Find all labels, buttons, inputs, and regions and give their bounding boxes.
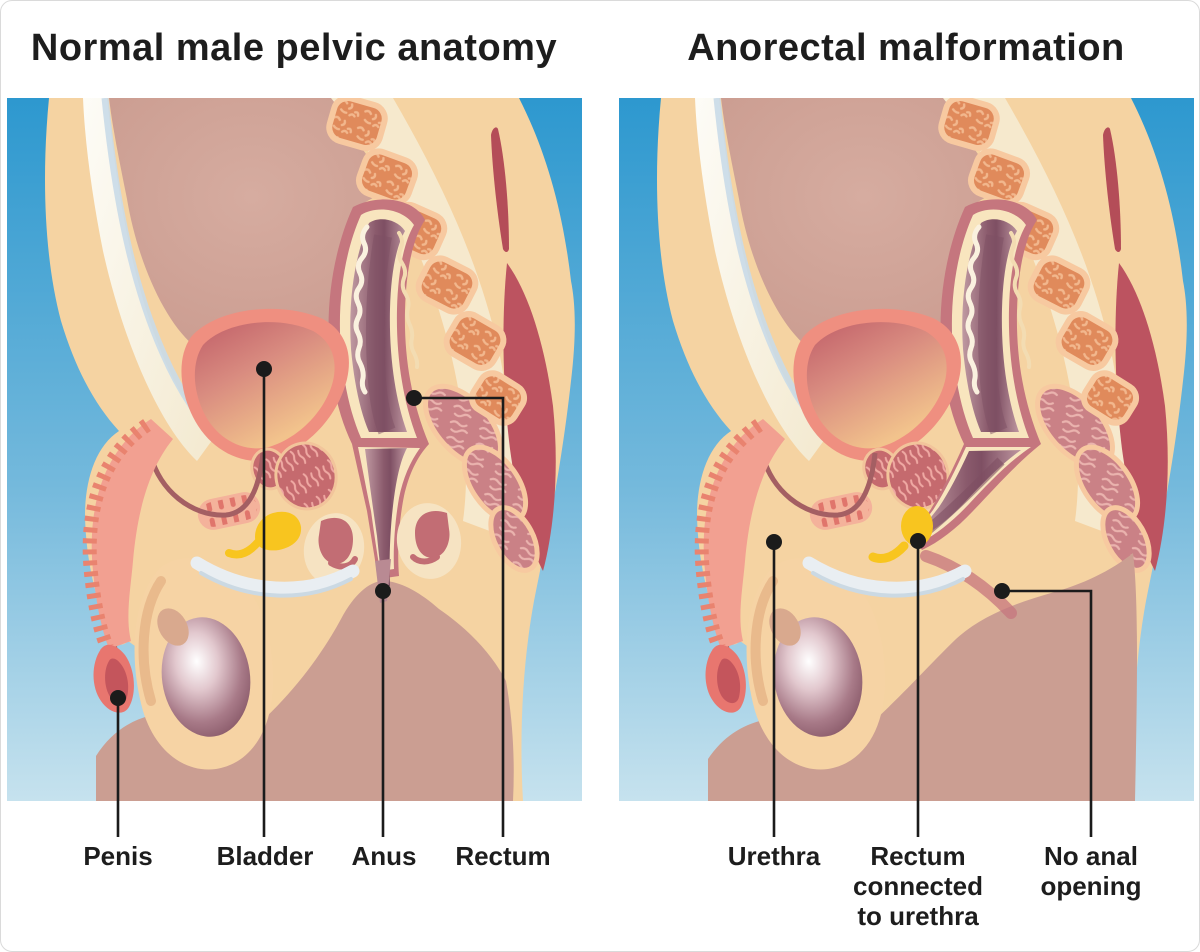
no-anal-opening-leader-dot <box>994 583 1010 599</box>
cowper-gland-right <box>868 506 933 563</box>
urethra-leader-dot <box>766 534 782 550</box>
leaders-normal <box>110 361 505 837</box>
label-bladder: Bladder <box>216 841 314 871</box>
bladder-leader-dot <box>256 361 272 377</box>
label-anus: Anus <box>351 841 417 871</box>
no-anal-opening-leader-line <box>1002 589 1093 837</box>
label-penis: Penis <box>83 841 153 871</box>
label-rectum: Rectum <box>455 841 551 871</box>
label-urethra: Urethra <box>727 841 821 871</box>
anus-leader-dot <box>375 583 391 599</box>
panel-illustration-malformation <box>619 95 1194 801</box>
panel-illustration-normal <box>7 95 582 801</box>
panel-title-normal: Normal male pelvic anatomy <box>30 27 558 69</box>
rectum-urethra-junction <box>912 444 1041 619</box>
leaders-malformation <box>766 533 1093 837</box>
penis-leader-dot <box>110 690 126 706</box>
cowper-gland-left <box>225 511 302 559</box>
rectum-leader-dot <box>406 390 422 406</box>
rectum-leader-line <box>414 396 505 837</box>
label-rectum-connected-to-urethra: Rectum connected to urethra <box>852 841 984 931</box>
rectum-connected-leader-dot <box>910 533 926 549</box>
label-no-anal-opening: No anal opening <box>1040 841 1142 901</box>
panel-title-malformation: Anorectal malformation <box>687 27 1125 69</box>
